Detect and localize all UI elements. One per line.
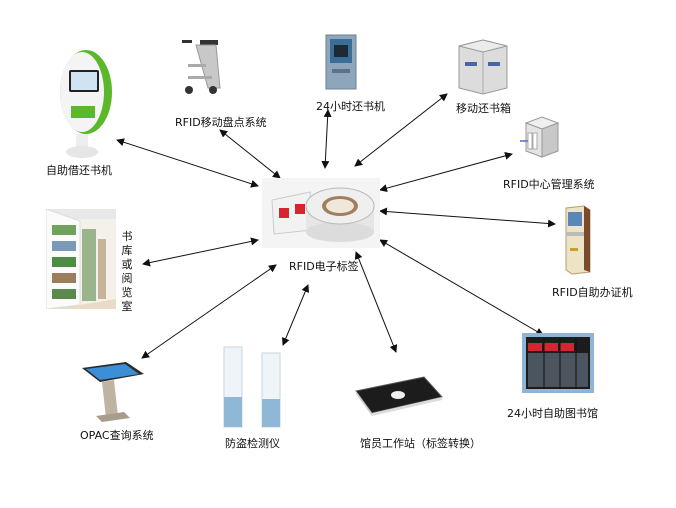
label-self-checkout: 自助借还书机 bbox=[46, 164, 112, 177]
label-security-gate: 防盗检测仪 bbox=[225, 437, 280, 450]
node-mobile-return-box bbox=[455, 38, 511, 96]
arrow-24h-return bbox=[321, 109, 332, 169]
label-central-mgmt: RFID中心管理系统 bbox=[503, 178, 595, 191]
node-24h-return bbox=[324, 33, 358, 91]
label-mobile-inventory: RFID移动盘点系统 bbox=[175, 116, 267, 129]
label-stacks: 书库或阅览室 bbox=[121, 230, 133, 313]
label-24h-return: 24小时还书机 bbox=[316, 100, 385, 113]
security-gate-icon bbox=[223, 346, 281, 428]
node-workstation bbox=[354, 375, 444, 417]
return-box-icon bbox=[458, 39, 508, 95]
node-24h-library bbox=[522, 333, 594, 393]
arrow-workstation bbox=[354, 251, 398, 353]
label-card-issuer: RFID自助办证机 bbox=[552, 286, 633, 299]
card-kiosk-icon bbox=[565, 205, 591, 275]
arrow-24h-library bbox=[379, 239, 544, 336]
node-self-checkout bbox=[50, 48, 116, 160]
arrow-security-gate bbox=[282, 284, 309, 346]
label-mobile-return-box: 移动还书箱 bbox=[456, 102, 511, 115]
arrow-stacks bbox=[142, 237, 259, 267]
center-label: RFID电子标签 bbox=[289, 260, 359, 273]
arrow-mobile-inventory bbox=[219, 129, 281, 179]
inventory-cart-icon bbox=[182, 40, 221, 94]
node-card-issuer bbox=[562, 204, 592, 276]
arrow-central-mgmt bbox=[379, 151, 513, 193]
rfid-tag-node bbox=[262, 178, 380, 248]
label-opac: OPAC查询系统 bbox=[80, 429, 154, 442]
kiosk-library-icon bbox=[522, 333, 594, 393]
node-opac bbox=[80, 360, 146, 424]
touch-terminal-icon bbox=[82, 362, 144, 422]
node-stacks bbox=[45, 208, 116, 310]
label-workstation: 馆员工作站（标签转换） bbox=[360, 437, 481, 450]
server-icon bbox=[520, 116, 560, 158]
label-24h-library: 24小时自助图书馆 bbox=[507, 407, 598, 420]
node-security-gate bbox=[218, 345, 286, 429]
node-central-mgmt bbox=[518, 115, 562, 161]
arrow-mobile-return-box bbox=[354, 93, 448, 167]
arrow-opac bbox=[141, 264, 277, 359]
bookshelf-icon bbox=[45, 208, 116, 310]
self-service-kiosk-icon bbox=[60, 50, 112, 158]
rfid-tag-roll-icon bbox=[262, 178, 380, 248]
node-mobile-inventory bbox=[178, 38, 224, 96]
reader-pad-icon bbox=[355, 376, 443, 416]
return-machine-icon bbox=[325, 34, 357, 90]
arrow-self-checkout bbox=[116, 138, 259, 188]
arrow-card-issuer bbox=[379, 207, 556, 228]
